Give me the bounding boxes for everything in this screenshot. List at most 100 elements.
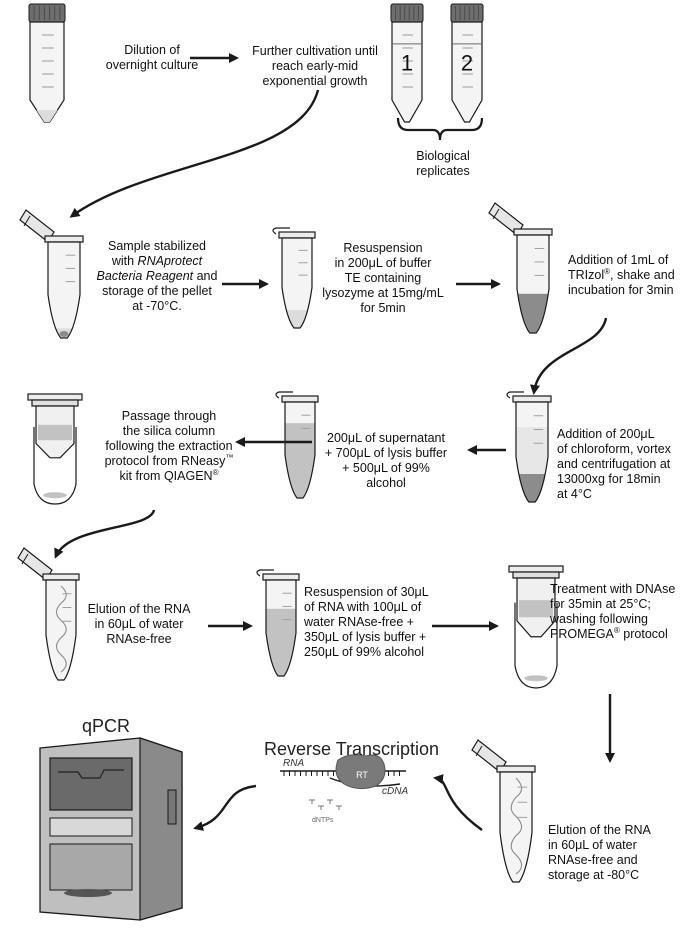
qpcr-title: qPCR [82,716,131,736]
step-supernatant-label: 200μL of supernatant + 700μL of lysis bu… [324,431,448,490]
closed-lid-hinge [506,391,524,399]
step-elution2-label: Elution of the RNA in 60μL of water RNAs… [548,823,651,882]
collection-tube [514,602,558,689]
replicate-number: 2 [461,50,473,75]
falcon-tube-dilution [28,3,66,123]
tube-rim [512,395,552,403]
dntp-mark [318,805,324,810]
closed-lid-hinge [272,227,290,235]
liquid [30,110,64,122]
dntps-text: dNTPs [312,817,334,824]
tube-body [391,21,423,123]
microtube-stabilized [19,209,84,339]
flow-through [524,675,548,682]
cdna-text: cDNA [382,786,408,797]
rt-enzyme [335,754,386,790]
column-lid [508,565,564,573]
tube-rim [42,573,80,581]
arrow-cultivation-to-stabilized [69,89,320,218]
step-elution1-label: Elution of the RNA in 60μL of water RNAs… [87,602,191,646]
machine-handle [167,789,177,825]
column-rim [512,571,560,579]
step-resuspension1-label: Resuspension in 200μL of buffer TE conta… [322,241,444,315]
replicates-brace [396,117,484,141]
rnaprotect-line: with RNAprotect [111,254,203,268]
rt-text: RT [356,770,368,780]
reverse-transcription-title: Reverse Transcription [264,739,440,759]
arrow-elution-to-rt [433,774,483,831]
biological-replicates-label: Biological replicates [416,149,470,178]
column-rim [31,399,79,407]
liquid [285,423,315,498]
arrow-rt-to-qpcr [193,784,257,831]
tube-body [29,21,65,123]
tube-rim [496,765,536,773]
lid-seal [23,215,31,227]
dntp-mark [327,799,333,804]
rna-strand [55,585,67,673]
dntp-mark [309,799,315,804]
lower-phase [516,474,548,502]
tube-outline [515,401,549,503]
machine-door [49,843,133,891]
lid-seal [475,745,483,757]
column-lid [27,393,83,401]
microtube-phases [506,391,552,503]
falcon-tube-replicate-1: 1 [390,3,424,123]
lid-seal [492,208,500,220]
microtube-elution-2 [471,739,536,883]
microtube-lysis-mix [256,569,300,677]
spin-column-silica [27,393,83,505]
pellet [59,331,69,337]
arrow-silica-to-elution [54,509,156,559]
tube-body [451,21,483,123]
tube-rim [44,235,84,243]
tube-outline [265,579,297,677]
screen-curve [58,769,124,779]
machine-side [139,737,183,921]
tube-rim [278,231,316,239]
step-cultivation-label: Further cultivation until reach early-mi… [252,44,378,88]
liquid [266,608,296,676]
tube-fill [48,242,80,338]
microtube-elution-1 [17,547,80,681]
step-silica-label: Passage through the silica column follow… [104,409,234,483]
tube-outline [516,234,550,334]
tube-fill [282,238,312,328]
collection-tube [33,427,77,505]
lid-seal [21,553,29,565]
tube-outline [499,771,533,883]
closed-lid-hinge [275,391,293,399]
step-trizol-label: Addition of 1mL of TRIzol®, shake and in… [568,253,675,297]
closed-lid-hinge [256,569,274,577]
microtube-trizol [488,202,553,334]
step-stabilized-label: Sample stabilized with RNAprotect Bacter… [84,239,230,314]
tube-outline [281,237,313,329]
bacteria-reagent-line: Bacteria Reagent and [96,269,218,283]
tube-rim [513,228,553,236]
tube-rim [281,395,319,403]
spin-column-dnase [508,565,564,689]
microtube-supernatant [275,391,319,499]
tube-outline [284,401,316,499]
machine-screen [49,757,133,811]
step-chloroform-label: Addition of 200μL of chloroform, vortex … [557,427,671,501]
dntp-mark [336,805,342,810]
falcon-tube-replicate-2: 2 [450,3,484,123]
arrow-trizol-to-chloroform [530,317,608,395]
step-resuspension2-label: Resuspension of 30μL of RNA with 100μL o… [304,585,429,659]
flow-through [43,492,67,499]
rna-text: RNA [283,758,304,769]
tube-fill [46,580,76,680]
tube-outline [45,579,77,681]
tube-rim [262,573,300,581]
replicate-number: 1 [401,50,413,75]
silica-membrane [38,424,72,441]
silica-membrane [519,600,553,618]
tube-outline [47,241,81,339]
tube-fill [500,772,532,882]
step-dnase-label: Treatment with DNAse for 35min at 25°C; … [550,582,676,641]
rt-illustration: RNA RT cDNA dNTPs [280,754,408,824]
